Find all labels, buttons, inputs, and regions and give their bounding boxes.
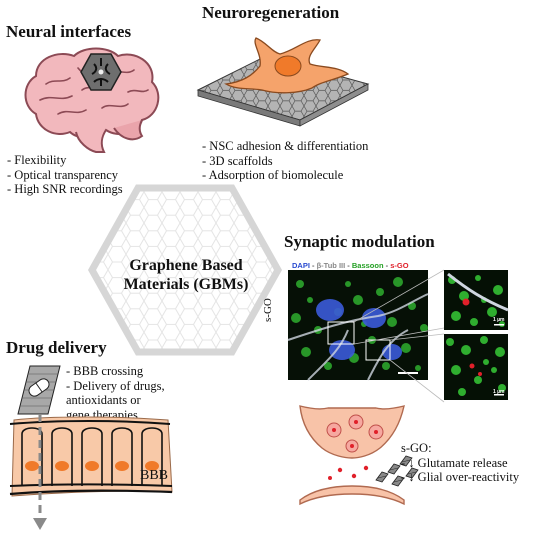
drug-delivery-item: - BBB crossing: [66, 364, 144, 378]
gbm-center-label: Graphene Based Materials (GBMs): [98, 256, 274, 294]
drug-capsule-icon: [17, 365, 61, 415]
graphene-flake-icon: [375, 455, 419, 487]
neuroregeneration-list: - NSC adhesion & differentiation - 3D sc…: [202, 139, 368, 183]
brain-icon: [24, 47, 160, 153]
neural-interfaces-item: - Flexibility: [7, 153, 67, 167]
neuroregeneration-item: - 3D scaffolds: [202, 153, 273, 168]
legend-separator: -: [345, 261, 352, 270]
neuroregeneration-title: Neuroregeneration: [202, 3, 340, 22]
inset-scale-label: 1 µm: [493, 389, 505, 395]
graphene-electrode-icon: [80, 53, 122, 91]
microscopy-side-label: s-GO: [262, 298, 274, 322]
synaptic-modulation-title: Synaptic modulation: [284, 232, 435, 251]
legend-sgo: s-GO: [390, 261, 409, 270]
gbm-label-line1: Graphene Based: [129, 257, 243, 274]
effects-item: - ↓ Glial over-reactivity: [401, 470, 520, 484]
legend-separator: -: [309, 261, 317, 270]
legend-bassoon: Bassoon: [351, 261, 384, 270]
effects-item: - ↓ Glutamate release: [401, 455, 508, 470]
hexagon-frame-icon: [87, 184, 283, 356]
effects-title: s-GO:: [401, 441, 432, 455]
legend-dapi: DAPI: [292, 261, 310, 270]
neural-interfaces-item: - Optical transparency: [7, 167, 119, 182]
inset-scale-label: 1 µm: [493, 317, 505, 323]
microscopy-image: [287, 269, 509, 403]
neural-interfaces-list: - Flexibility - Optical transparency - H…: [7, 153, 123, 197]
drug-delivery-item: - Delivery of drugs,: [66, 378, 165, 393]
neural-interfaces-title: Neural interfaces: [6, 22, 132, 41]
drug-delivery-item: antioxidants or: [66, 393, 141, 407]
synaptic-effects: s-GO: - ↓ Glutamate release - ↓ Glial ov…: [401, 441, 519, 485]
synapse-icon: [299, 405, 405, 506]
stem-cell-icon: [224, 37, 350, 94]
neuroregeneration-item: - NSC adhesion & differentiation: [202, 139, 369, 153]
microscopy-legend: DAPI - β-Tub III - Bassoon - s-GO: [292, 261, 409, 270]
neural-interfaces-item: - High SNR recordings: [7, 182, 123, 196]
blood-brain-barrier-icon: [9, 414, 173, 530]
legend-btub: β-Tub III: [316, 261, 346, 270]
legend-separator: -: [383, 261, 391, 270]
drug-delivery-title: Drug delivery: [6, 338, 107, 357]
gbm-label-line2: Materials (GBMs): [123, 276, 249, 293]
neuroregeneration-item: - Adsorption of biomolecule: [202, 168, 344, 182]
bbb-label: BBB: [140, 468, 169, 483]
